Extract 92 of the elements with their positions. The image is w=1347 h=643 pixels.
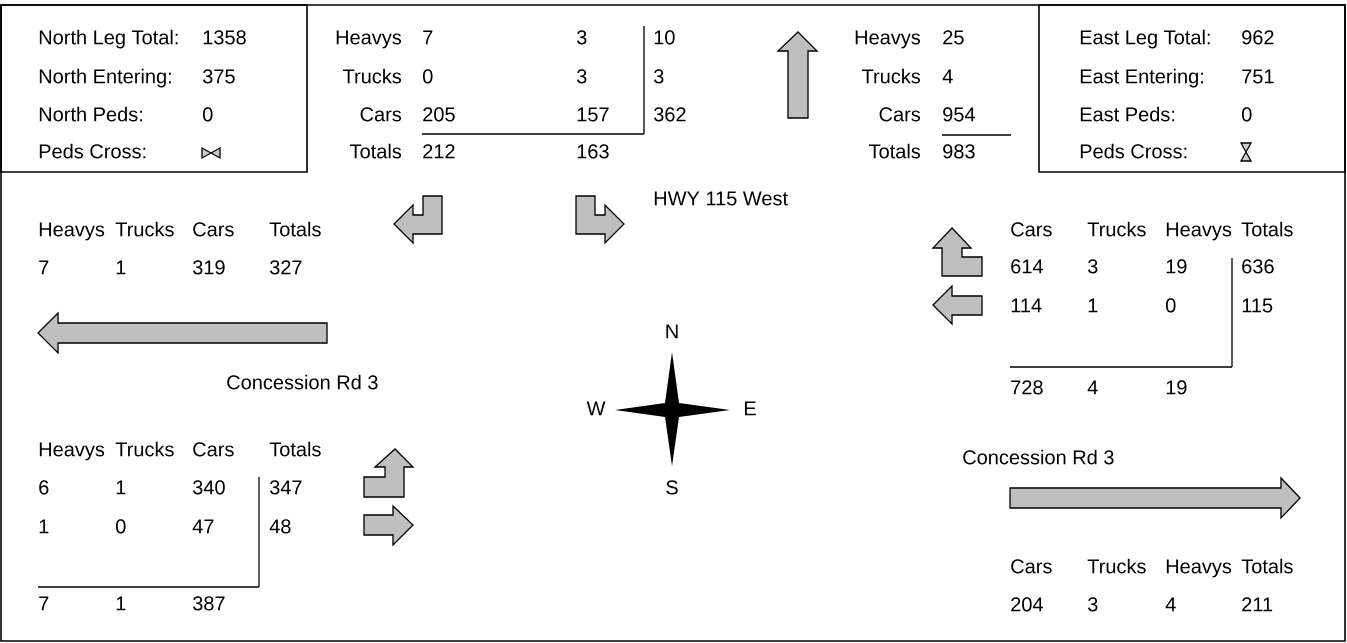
column-heading: Totals [269, 221, 321, 237]
field-value: 0 [1242, 107, 1252, 122]
count-value: 157 [577, 107, 609, 122]
count-value: 1 [1088, 298, 1098, 313]
count-value: 728 [1011, 380, 1043, 395]
count-value: 115 [1242, 298, 1273, 313]
count-value: 6 [39, 480, 49, 495]
field-label: North Leg Total: [39, 29, 178, 49]
field-value: 375 [203, 69, 235, 84]
column-heading: Cars [193, 442, 234, 457]
field-value: 962 [1242, 30, 1274, 45]
column-heading: Cars [1011, 222, 1052, 237]
column-heading: Totals [1241, 558, 1293, 574]
row-heading: Totals [350, 143, 402, 159]
count-value: 19 [1166, 259, 1187, 274]
count-value: 1 [116, 596, 126, 611]
compass-letter: S [666, 480, 678, 495]
count-value: 340 [193, 480, 225, 495]
count-value: 47 [192, 519, 214, 534]
count-value: 212 [423, 144, 455, 159]
row-heading: Heavys [336, 30, 402, 49]
row-heading: Heavys [855, 30, 921, 49]
count-value: 3 [654, 69, 664, 84]
compass-letter: E [745, 401, 756, 416]
count-value: 0 [1166, 298, 1176, 313]
column-heading: Heavys [39, 442, 105, 461]
road-name: Concession Rd 3 [227, 374, 378, 390]
count-value: 4 [1165, 597, 1176, 612]
count-value: 3 [1087, 597, 1098, 612]
count-value: 10 [654, 30, 675, 45]
count-value: 163 [577, 144, 609, 159]
field-value: 751 [1242, 69, 1274, 84]
field-label: North Peds: [39, 106, 142, 122]
field-label: East Entering: [1080, 68, 1203, 88]
count-value: 983 [943, 144, 975, 159]
column-heading: Trucks [1087, 221, 1146, 237]
row-heading: Trucks [343, 68, 402, 84]
info-box [1038, 4, 1346, 173]
count-value: 362 [654, 107, 686, 122]
count-value: 7 [39, 260, 49, 275]
column-heading: Heavys [39, 222, 105, 241]
field-label: Peds Cross: [1080, 143, 1187, 159]
count-value: 211 [1242, 597, 1273, 612]
field-label: East Peds: [1080, 106, 1175, 122]
row-heading: Cars [879, 107, 921, 122]
count-value: 25 [943, 30, 964, 45]
column-heading: Cars [193, 222, 234, 237]
field-value: 1358 [203, 30, 246, 45]
column-heading: Totals [269, 441, 321, 457]
field-label: North Entering: [39, 68, 171, 88]
count-value: 347 [270, 480, 302, 495]
count-value: 387 [193, 596, 225, 611]
field-label: Peds Cross: [39, 143, 146, 159]
field-label: East Leg Total: [1080, 29, 1210, 49]
count-value: 319 [193, 260, 225, 275]
column-heading: Trucks [115, 441, 174, 457]
column-heading: Cars [1011, 559, 1052, 574]
field-value: 0 [203, 107, 213, 122]
road-name: Concession Rd 3 [963, 449, 1114, 465]
count-value: 205 [423, 107, 455, 122]
column-heading: Heavys [1166, 222, 1232, 241]
count-value: 4 [942, 69, 953, 84]
count-value: 3 [1087, 259, 1098, 274]
count-value: 3 [577, 69, 587, 84]
column-heading: Trucks [115, 221, 174, 237]
column-heading: Heavys [1166, 559, 1232, 578]
compass-letter: W [586, 401, 606, 416]
column-heading: Totals [1241, 221, 1293, 237]
count-value: 954 [943, 107, 975, 122]
column-heading: Trucks [1087, 558, 1146, 574]
count-value: 7 [423, 30, 433, 45]
count-value: 48 [269, 519, 291, 534]
count-value: 327 [270, 260, 302, 275]
count-value: 4 [1087, 380, 1098, 395]
row-heading: Cars [360, 107, 402, 122]
row-heading: Trucks [862, 68, 921, 84]
count-value: 204 [1011, 597, 1043, 612]
count-value: 1 [116, 260, 126, 275]
count-value: 3 [577, 30, 587, 45]
count-value: 0 [423, 69, 433, 84]
count-value: 19 [1166, 380, 1187, 395]
count-value: 614 [1011, 259, 1043, 274]
count-value: 1 [116, 480, 126, 495]
count-value: 114 [1011, 298, 1042, 313]
count-value: 7 [39, 596, 49, 611]
compass-letter: N [666, 324, 678, 339]
row-heading: Totals [869, 143, 921, 159]
count-value: 1 [39, 519, 49, 534]
info-box [0, 4, 308, 173]
road-name: HWY 115 West [654, 191, 788, 206]
count-value: 636 [1242, 259, 1274, 274]
count-value: 0 [116, 519, 126, 534]
